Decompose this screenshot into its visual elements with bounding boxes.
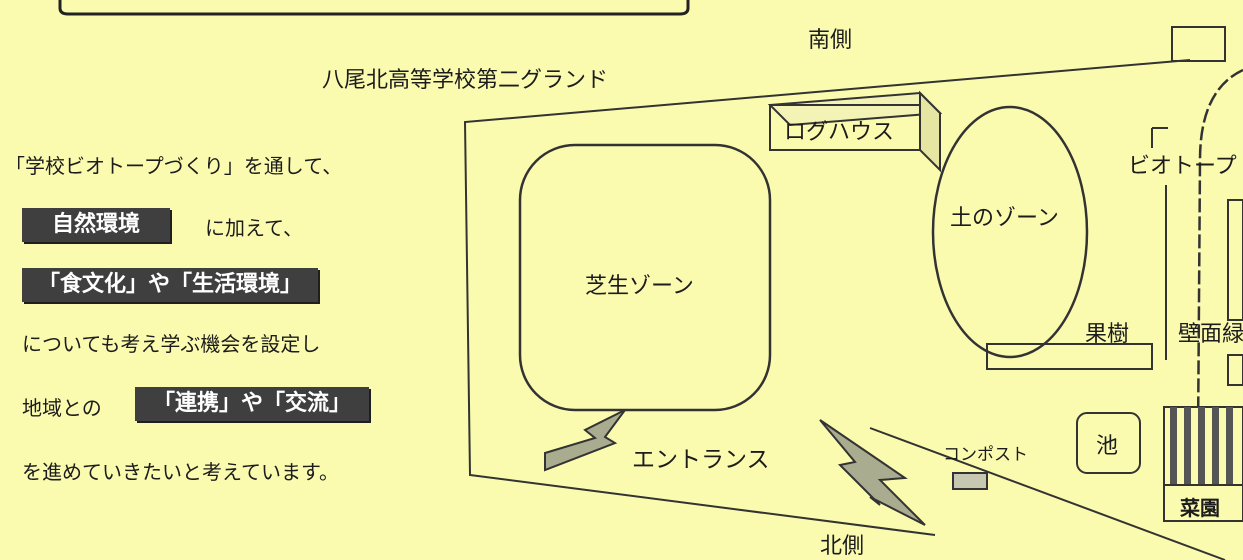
intro-line-2: に加えて、 (205, 216, 303, 240)
biotope-curve (1196, 68, 1243, 441)
small-box (1171, 26, 1226, 62)
soil-zone-shape (931, 105, 1089, 359)
ground-outline-lower (869, 427, 1226, 560)
pond-label: 池 (1096, 434, 1119, 459)
north-label: 北側 (820, 534, 865, 559)
entrance-label: エントランス (632, 447, 770, 473)
farm-stripes (1163, 406, 1243, 522)
intro-line-1: 「学校ビオトープづくり」を通して、 (5, 154, 343, 178)
highlight-nature: 自然環境 (22, 208, 171, 242)
compost-shape (952, 472, 988, 490)
highlight-food-life: 「食文化」や「生活環境」 (22, 268, 319, 302)
south-label: 南側 (808, 28, 853, 53)
entrance-arrow-left (544, 409, 626, 472)
wall-greening-label: 壁面緑 (1178, 322, 1243, 347)
pond-shape (1076, 412, 1141, 474)
intro-line-4: 地域との (22, 396, 102, 420)
farm-label: 菜園 (1180, 496, 1220, 520)
entrance-arrow-right (819, 419, 926, 526)
ground-outline (463, 59, 1191, 536)
lawn-zone-label: 芝生ゾーン (585, 274, 694, 299)
intro-line-5: を進めていきたいと考えています。 (22, 460, 339, 484)
fruit-tree-shape (986, 343, 1153, 370)
highlight-cooperation: 「連携」や「交流」 (135, 387, 370, 421)
map-title: 八尾北高等学校第二グランド (322, 68, 609, 93)
top-frame (58, 0, 690, 16)
lawn-zone-shape (518, 143, 772, 412)
compost-label: コンポスト (943, 445, 1028, 465)
wall-stripes (1227, 199, 1243, 386)
biotope-label: ビオトープ (1128, 154, 1237, 179)
intro-line-3: についても考え学ぶ機会を設定し (22, 332, 321, 356)
fruit-tree-label: 果樹 (1085, 322, 1130, 347)
log-house-shape (767, 90, 943, 173)
log-house-label: ログハウス (784, 120, 895, 145)
soil-zone-label: 土のゾーン (950, 206, 1059, 231)
